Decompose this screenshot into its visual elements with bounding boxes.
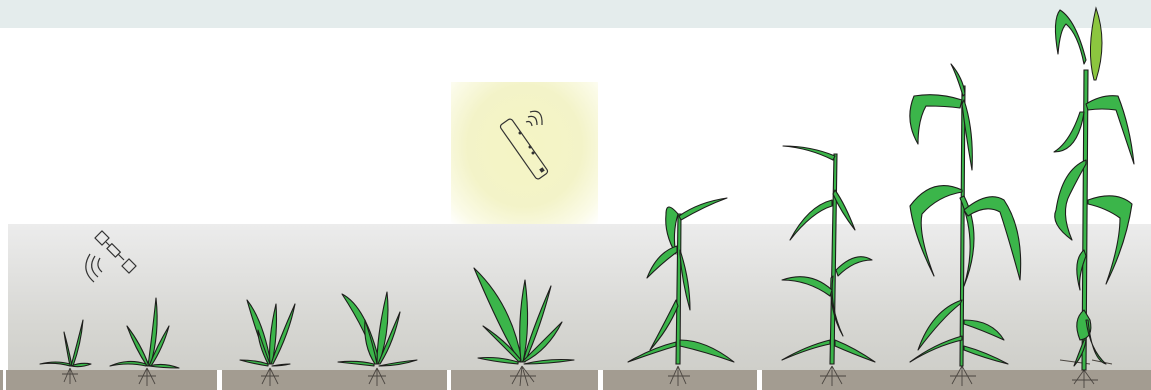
plant-stage-2a bbox=[240, 300, 295, 386]
plant-stage-2b bbox=[338, 292, 417, 386]
wheat-ear-icon bbox=[1090, 8, 1102, 80]
plant-stage-6 bbox=[910, 64, 1021, 386]
plant-stage-5 bbox=[782, 146, 875, 386]
plant-stage-4 bbox=[628, 198, 734, 386]
plant-stage-7 bbox=[1054, 8, 1134, 388]
handheld-sensor-icon bbox=[499, 111, 548, 180]
satellite-icon bbox=[86, 231, 136, 282]
plant-stage-1b bbox=[110, 298, 179, 386]
plant-stage-3 bbox=[474, 268, 574, 386]
plant-stage-1a bbox=[40, 320, 91, 384]
